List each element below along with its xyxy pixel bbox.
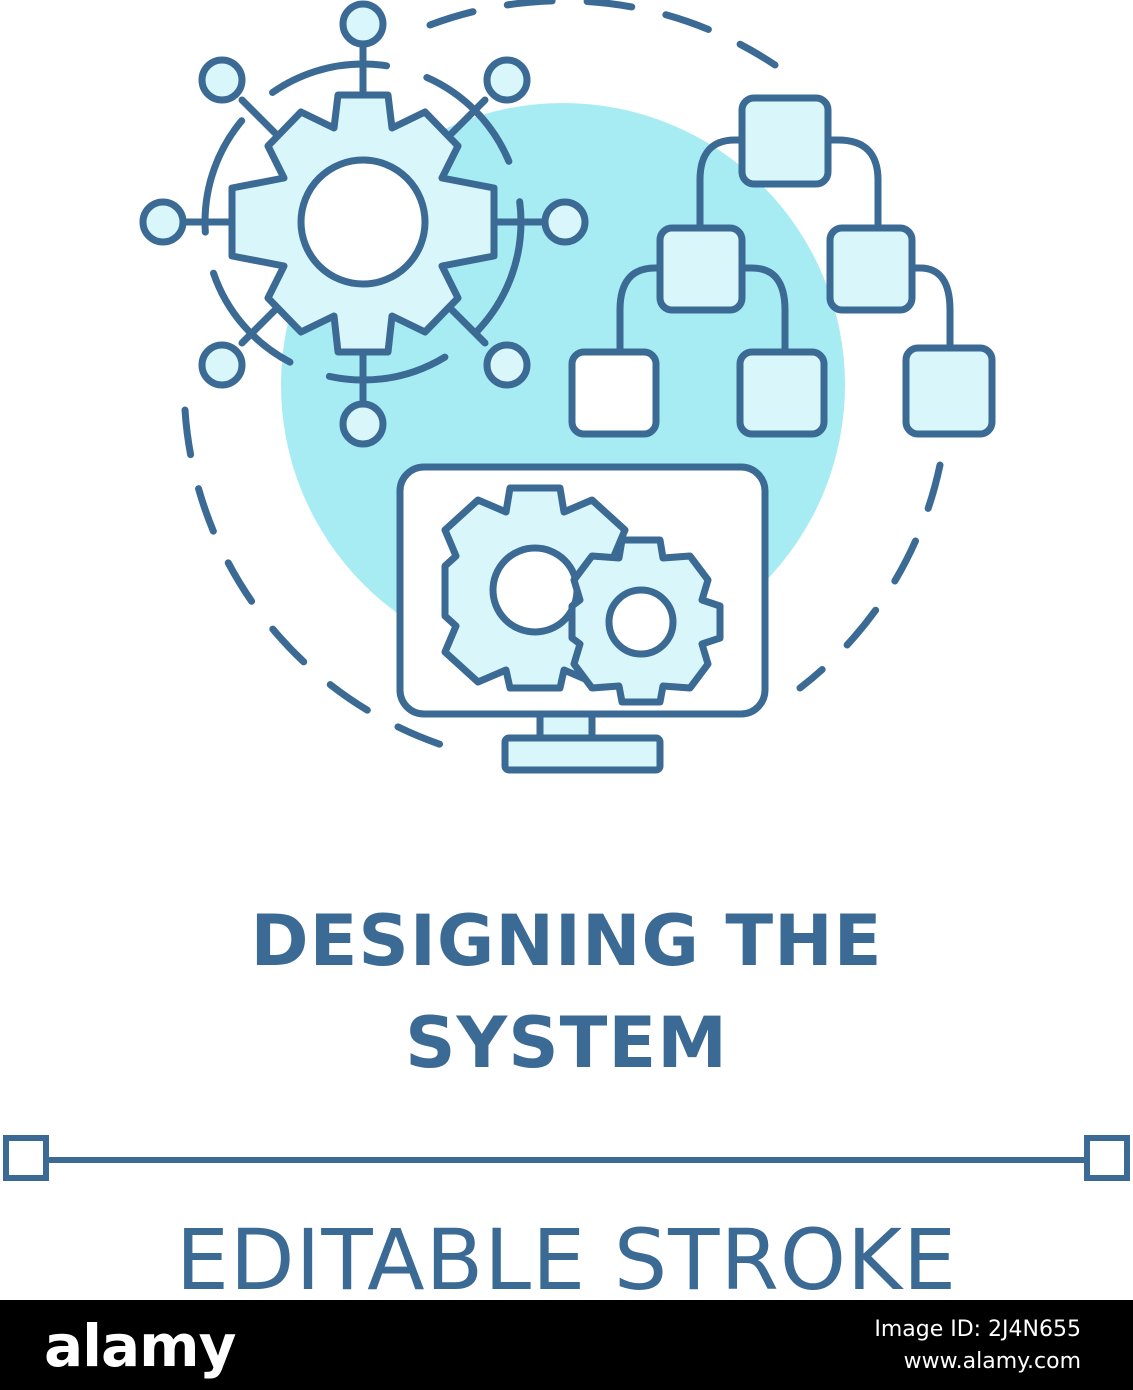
gear-network-icon	[139, 0, 589, 448]
image-id: Image ID: 2J4N655	[874, 1317, 1081, 1342]
tree-node-right	[826, 224, 916, 314]
alamy-logo: alamy	[44, 1312, 236, 1380]
stroke-handle-left	[3, 1135, 49, 1181]
dashed-ring	[181, 0, 944, 756]
image-id-block: Image ID: 2J4N655 www.alamy.com	[874, 1314, 1081, 1378]
title-line-1: DESIGNING THE	[250, 900, 883, 982]
hierarchy-tree-icon	[568, 94, 996, 438]
concept-illustration	[3, 0, 1130, 1181]
tree-node-root	[738, 94, 832, 188]
stroke-handle-right	[1084, 1135, 1130, 1181]
title-line-2: SYSTEM	[405, 1002, 728, 1084]
monitor-gears-icon	[396, 463, 769, 774]
stock-footer-bar: alamy Image ID: 2J4N655 www.alamy.com	[0, 1300, 1133, 1390]
tree-node-leaf-2	[736, 348, 828, 438]
tree-node-leaf-3	[902, 344, 996, 438]
editable-stroke-label: EDITABLE STROKE	[175, 1211, 958, 1309]
site-url: www.alamy.com	[903, 1349, 1081, 1374]
tree-node-leaf-1	[568, 348, 660, 438]
tree-node-left	[656, 224, 746, 314]
editable-stroke-line-icon	[3, 1135, 1130, 1181]
